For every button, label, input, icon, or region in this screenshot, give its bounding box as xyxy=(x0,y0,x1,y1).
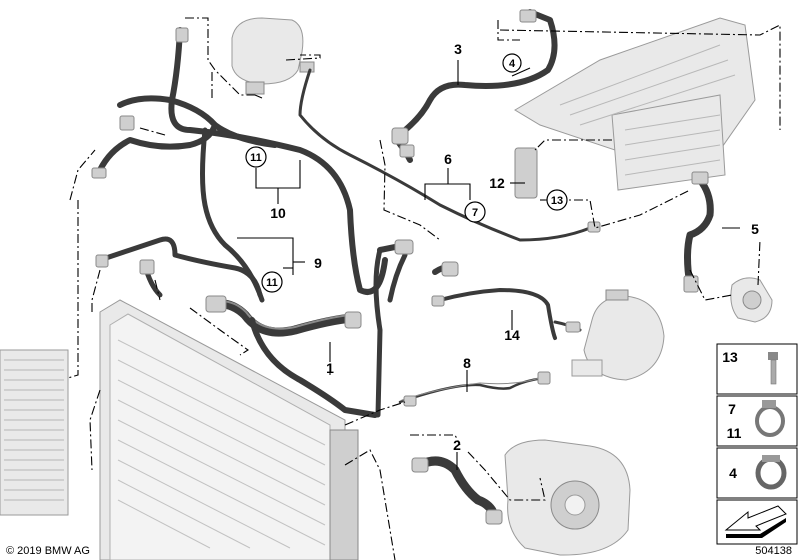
main-radiator xyxy=(99,299,359,560)
label-3: 3 xyxy=(454,41,462,57)
solid-leaders xyxy=(237,60,740,470)
label-11-upper: 11 xyxy=(250,152,262,164)
expansion-tank-right xyxy=(571,289,665,381)
label-4: 4 xyxy=(509,58,516,70)
legend-label-4: 4 xyxy=(729,465,737,481)
callout-circle-11-lower xyxy=(261,271,283,293)
label-6: 6 xyxy=(444,151,452,167)
copyright-text: © 2019 BMW AG xyxy=(6,545,90,557)
callout-circle-11-upper xyxy=(245,146,267,168)
direction-arrow-icon xyxy=(724,505,787,538)
part-labels: 3 1 2 5 6 8 9 10 12 14 4 11 11 7 13 xyxy=(245,41,759,453)
parts-legend: 13 7 11 4 xyxy=(716,343,798,545)
label-7: 7 xyxy=(472,207,478,219)
label-11-lower: 11 xyxy=(266,277,278,289)
callout-circle-13 xyxy=(546,189,568,211)
bolt-icon xyxy=(768,352,778,385)
intercooler-assembly xyxy=(514,17,756,191)
connectors xyxy=(91,9,709,525)
electric-pump xyxy=(730,277,773,323)
label-13: 13 xyxy=(551,195,563,207)
water-pump xyxy=(504,439,631,556)
label-12: 12 xyxy=(489,175,505,191)
label-8: 8 xyxy=(463,355,471,371)
label-10: 10 xyxy=(270,205,286,221)
hoses xyxy=(97,9,714,523)
expansion-tank-top xyxy=(231,17,315,95)
label-5: 5 xyxy=(751,221,759,237)
legend-label-7: 7 xyxy=(728,401,736,417)
label-14: 14 xyxy=(504,327,520,343)
label-2: 2 xyxy=(453,437,461,453)
diagram-number: 504138 xyxy=(755,545,792,557)
legend-label-13: 13 xyxy=(722,349,738,365)
spring-clamp-icon xyxy=(755,455,787,490)
callout-circle-4 xyxy=(502,53,522,73)
legend-label-11: 11 xyxy=(727,425,742,441)
label-1: 1 xyxy=(326,360,334,376)
auxiliary-radiator xyxy=(0,349,69,516)
legend-box-13 xyxy=(716,343,798,395)
callout-circle-7 xyxy=(464,201,486,223)
hose-clamp-icon xyxy=(755,400,785,437)
dashed-callouts xyxy=(67,17,781,560)
label-9: 9 xyxy=(314,255,322,271)
